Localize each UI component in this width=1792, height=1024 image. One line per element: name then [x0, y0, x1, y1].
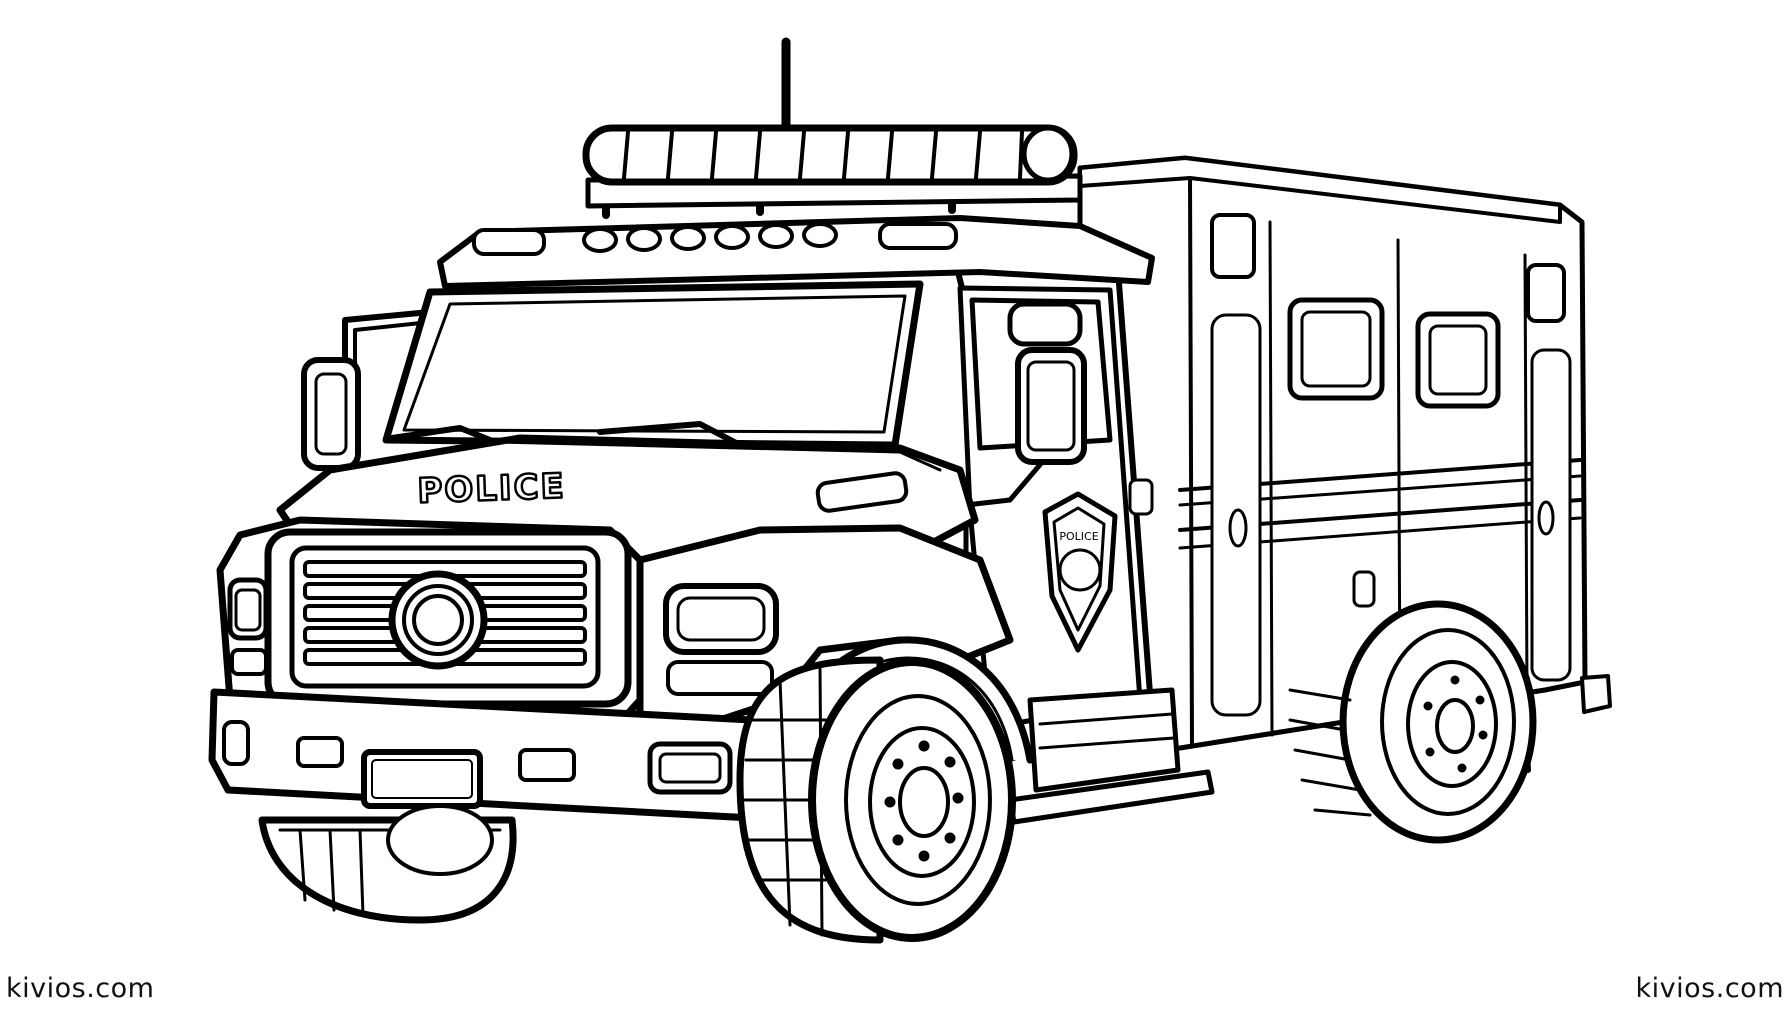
- side-steps: [1007, 687, 1215, 825]
- rear-wheel: [1288, 600, 1537, 844]
- front-bumper: [208, 688, 814, 824]
- roof-marker-lights: [472, 222, 958, 256]
- light-bar: [582, 124, 1083, 219]
- windshield: [382, 280, 924, 451]
- cargo-box: [1077, 155, 1612, 758]
- badge-text: POLICE: [1059, 530, 1098, 543]
- grille: [264, 528, 632, 708]
- watermark-right: kivios.com: [1635, 973, 1784, 1004]
- front-left-tire: [258, 804, 517, 924]
- right-headlight: [663, 583, 779, 696]
- door-badge: POLICE: [1042, 491, 1118, 653]
- watermark-left: kivios.com: [6, 973, 155, 1004]
- front-right-wheel: [736, 656, 1016, 944]
- left-headlight: [227, 577, 269, 676]
- left-mirror: [301, 309, 433, 471]
- hood-label: POLICE: [417, 466, 567, 511]
